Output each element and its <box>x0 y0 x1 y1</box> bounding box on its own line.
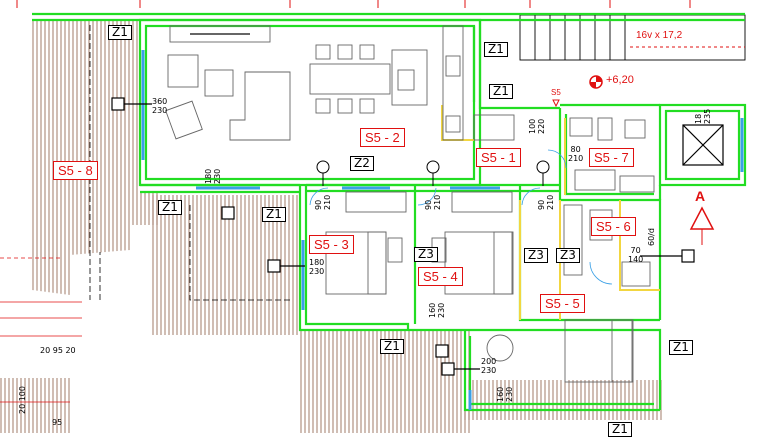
zone-label-z1: Z1 <box>669 340 693 355</box>
reference-markers <box>111 97 695 376</box>
room-label-s5-8: S5 - 8 <box>53 161 98 180</box>
zone-label-z3: Z3 <box>524 248 548 263</box>
door-tag: S5 <box>551 88 561 97</box>
room-label-s5-2: S5 - 2 <box>360 128 405 147</box>
light-fixtures <box>316 160 550 186</box>
terrace-hatching <box>0 20 662 433</box>
section-marker-label: A <box>695 188 706 204</box>
windows <box>141 50 744 410</box>
room-label-s5-1: S5 - 1 <box>476 148 521 167</box>
section-marker-triangle <box>552 99 715 245</box>
door-swings <box>309 149 613 285</box>
dimension-60-d: 60/d <box>647 228 656 246</box>
walls <box>32 12 747 412</box>
staircase <box>519 14 746 61</box>
zone-label-z1: Z1 <box>484 42 508 57</box>
zone-label-z1: Z1 <box>489 84 513 99</box>
stair-note: 16v x 17,2 <box>636 30 683 41</box>
room-label-s5-3: S5 - 3 <box>309 235 354 254</box>
zone-label-z3: Z3 <box>414 247 438 262</box>
zone-label-z1: Z1 <box>608 422 632 437</box>
room-label-s5-7: S5 - 7 <box>589 148 634 167</box>
zone-label-z2: Z2 <box>350 156 374 171</box>
room-label-s5-6: S5 - 6 <box>591 217 636 236</box>
zone-label-z1: Z1 <box>108 25 132 40</box>
top-ticks <box>16 0 691 8</box>
elevator-shaft <box>682 124 724 166</box>
furniture <box>165 25 655 383</box>
side-dimension-lines <box>0 257 82 403</box>
dimension-95: 95 <box>52 418 63 427</box>
elevation-symbol <box>589 75 603 89</box>
dimension-stack: 20 95 20 <box>40 346 76 355</box>
zone-label-z1: Z1 <box>158 200 182 215</box>
zone-label-z1: Z1 <box>262 207 286 222</box>
dimension-side-100: 20 100 <box>18 386 27 414</box>
zone-label-z3: Z3 <box>556 248 580 263</box>
room-label-s5-4: S5 - 4 <box>418 267 463 286</box>
zone-label-z1: Z1 <box>380 339 404 354</box>
room-label-s5-5: S5 - 5 <box>540 294 585 313</box>
elevation-label: +6,20 <box>606 74 634 86</box>
